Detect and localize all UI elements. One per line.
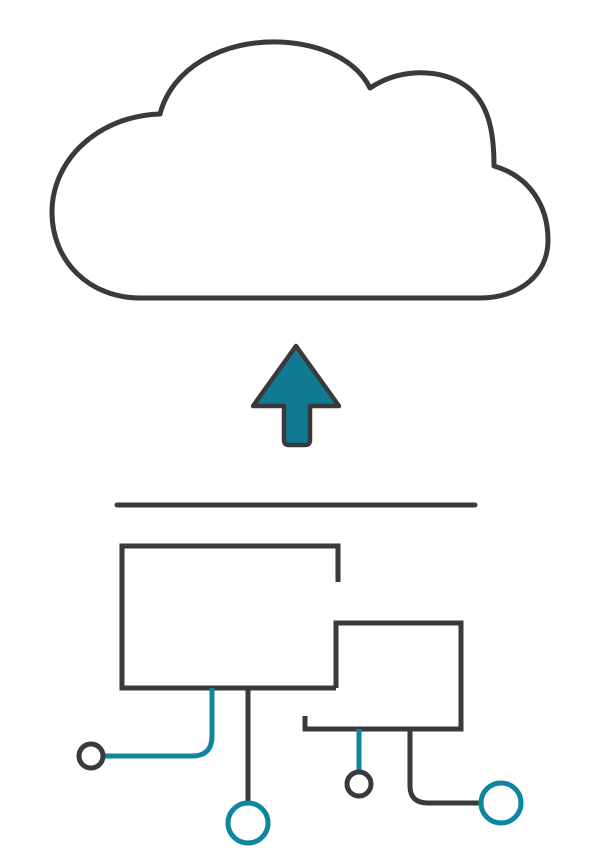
cloud-icon: [49, 39, 551, 301]
circuit-node-small-dark: [344, 769, 374, 799]
circuit-node-bottom-center: [225, 800, 271, 846]
circuit-trace-teal-left: [105, 688, 215, 759]
circuit-node-left: [76, 741, 106, 771]
circuit-trace-right: [407, 726, 484, 806]
upload-arrow-icon: [250, 343, 342, 448]
circuit-board-icon: [76, 543, 524, 846]
circuit-node-right: [478, 780, 524, 826]
